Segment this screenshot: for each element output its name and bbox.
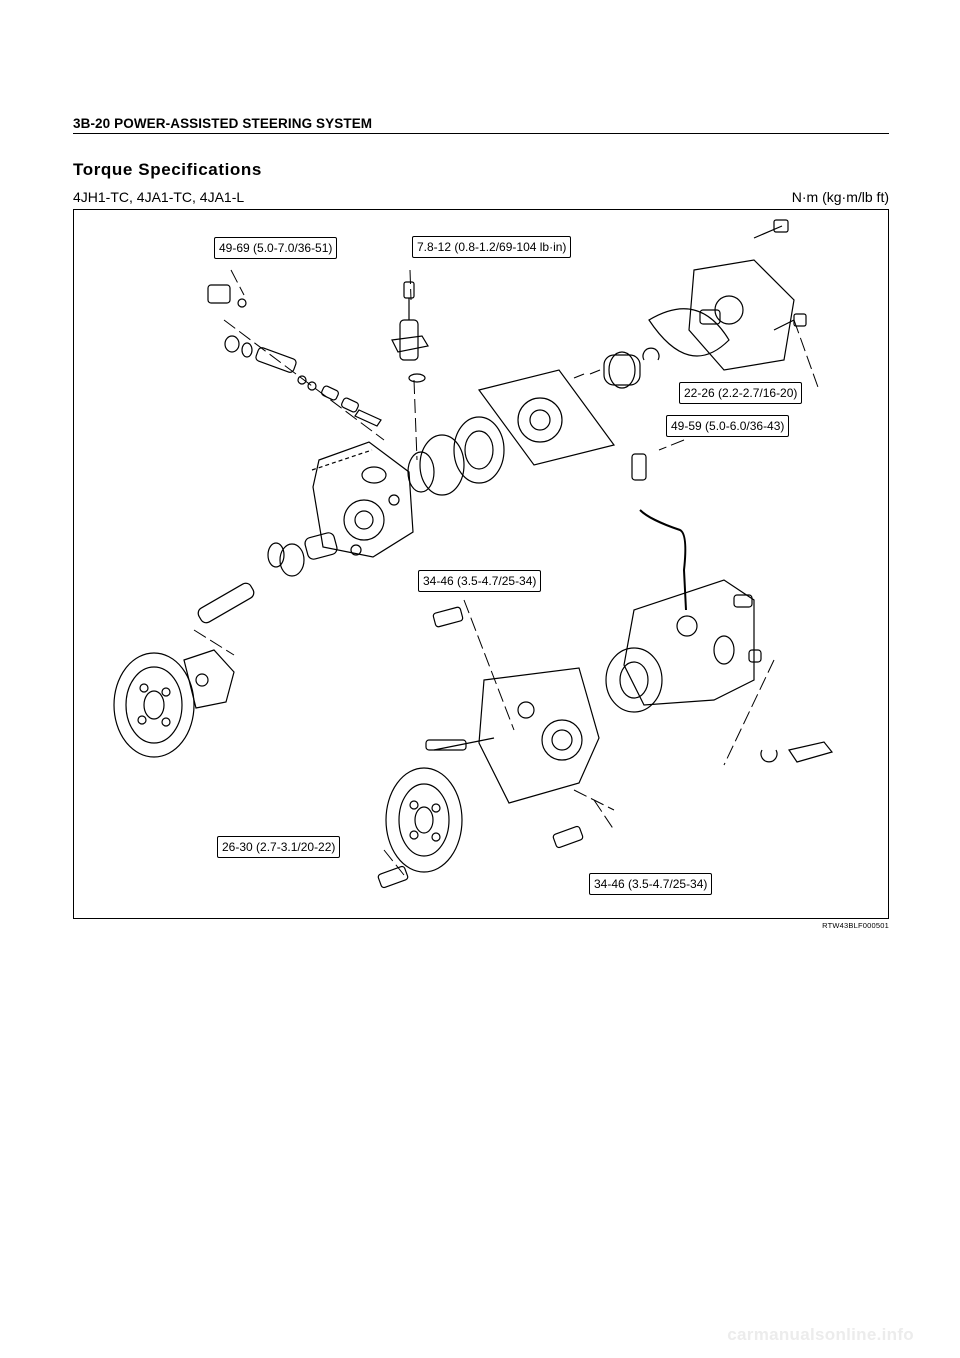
figure-code: RTW43BLF000501 bbox=[822, 921, 889, 930]
pump-drawing bbox=[113, 219, 834, 889]
section-header: 3B-20 POWER-ASSISTED STEERING SYSTEM bbox=[73, 116, 373, 131]
pump-body bbox=[311, 441, 414, 558]
callout-union-bolt: 49-59 (5.0-6.0/36-43) bbox=[666, 415, 790, 437]
leader-lines bbox=[193, 269, 820, 876]
model-list: 4JH1-TC, 4JA1-TC, 4JA1-L bbox=[73, 189, 245, 205]
pressure-fitting bbox=[207, 284, 382, 427]
watermark: carmanualsonline.info bbox=[727, 1325, 914, 1344]
callout-bracket-bolt-lower: 34-46 (3.5-4.7/25-34) bbox=[589, 873, 713, 895]
callout-connector-bolt: 7.8-12 (0.8-1.2/69-104 lb·in) bbox=[412, 236, 572, 258]
torque-units: N·m (kg·m/lb ft) bbox=[791, 189, 889, 205]
header-divider bbox=[73, 133, 889, 135]
page-title: Torque Specifications bbox=[73, 160, 262, 179]
callout-bracket-bolt-upper: 34-46 (3.5-4.7/25-34) bbox=[418, 570, 542, 592]
cam-ring bbox=[407, 416, 505, 496]
mounting-bracket bbox=[425, 667, 600, 804]
pump-rotor bbox=[477, 351, 641, 466]
bolts bbox=[377, 606, 584, 889]
callout-pulley-bolt: 26-30 (2.7-3.1/20-22) bbox=[217, 836, 341, 858]
end-cover bbox=[642, 219, 807, 371]
callout-cover-bolt: 22-26 (2.2-2.7/16-20) bbox=[679, 382, 803, 404]
pulley-lower bbox=[385, 767, 463, 873]
callout-pressure-switch: 49-69 (5.0-7.0/36-51) bbox=[214, 237, 338, 259]
connector-bolt bbox=[391, 281, 429, 383]
exploded-diagram: 49-69 (5.0-7.0/36-51) 7.8-12 (0.8-1.2/69… bbox=[73, 209, 889, 919]
pulley-left bbox=[113, 649, 235, 758]
pump-assembly bbox=[605, 579, 762, 713]
drive-shaft bbox=[197, 532, 338, 624]
return-hose bbox=[631, 453, 834, 763]
